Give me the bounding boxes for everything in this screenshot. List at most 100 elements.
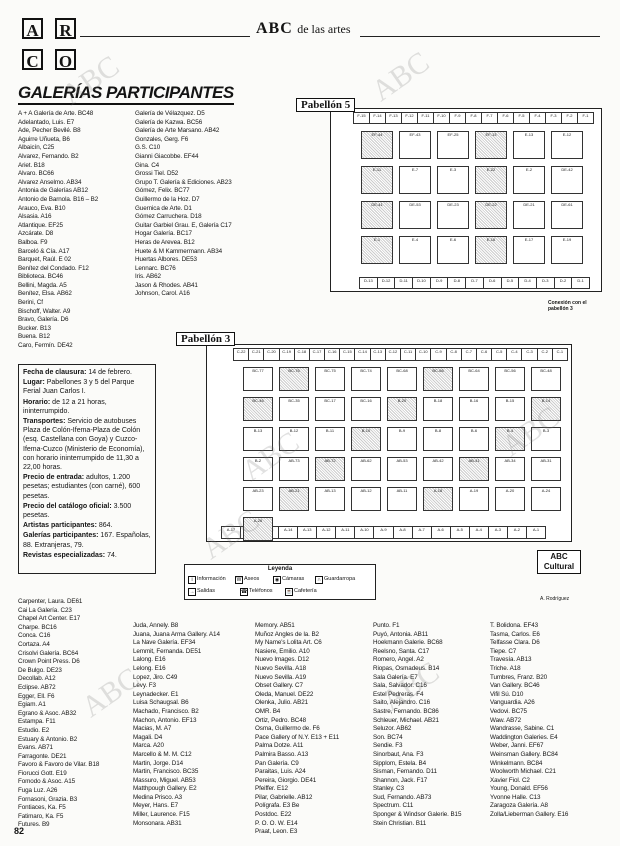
booth: AB-21 xyxy=(279,487,309,511)
booth: F-11 xyxy=(417,112,434,124)
gallery-entry: Adelantado, Luis. E7 xyxy=(18,118,75,126)
gallery-entry: Alsasia. A16 xyxy=(18,213,52,221)
booth: EF-25 xyxy=(437,131,469,159)
gallery-entry: Hoekmann Galerie. BC68 xyxy=(373,639,443,647)
info-value: 14 de febrero. xyxy=(88,369,132,376)
booth: A-2 xyxy=(506,526,527,539)
phone-icon: ☎ xyxy=(240,588,248,596)
booth: F-2 xyxy=(561,112,578,124)
gallery-entry: Meyer, Hans. E7 xyxy=(133,802,179,810)
pabellon-3-label: Pabellón 3 xyxy=(176,332,236,346)
gallery-entry: Vedovi. BC75 xyxy=(490,707,527,715)
gallery-entry: Pan Galería. C9 xyxy=(255,759,299,767)
map-credit: A. Rodríguez xyxy=(540,596,570,602)
booth: AB-62 xyxy=(351,457,381,481)
header-rule-left xyxy=(80,36,250,37)
info-value: adultos, 1.200 pesetas; estudiantes (con… xyxy=(23,474,141,500)
booth: B-2 xyxy=(243,457,273,481)
gallery-entry: Alvarez Anselmo. AB34 xyxy=(18,178,82,186)
gallery-entry: Estampa. F11 xyxy=(18,718,56,726)
gallery-entry: Iris. AB62 xyxy=(135,273,161,281)
gallery-entry: Huertas Albores. DE53 xyxy=(135,256,197,264)
booth: E-4 xyxy=(399,236,431,264)
info-value: 3.500 pesetas. xyxy=(23,502,132,520)
booth: E-2 xyxy=(513,166,545,194)
gallery-entry: Tiepe. C7 xyxy=(490,647,517,655)
gallery-entry: Bellini, Magda. A5 xyxy=(18,281,67,289)
gallery-entry: Sisman, Fernando. D11 xyxy=(373,768,437,776)
booth: AB-72 xyxy=(315,457,345,481)
gallery-entry: Guitar Garbiel Grau. E, Galería C17 xyxy=(135,221,232,229)
booth: A-19 xyxy=(459,487,489,511)
gallery-entry: Crisolvi Galería. BC64 xyxy=(18,649,79,657)
booth: A-14 xyxy=(278,526,299,539)
gallery-entry: Ade, Pecher Bevilé. B8 xyxy=(18,127,81,135)
info-value: 167. Españolas, 88. Extranjeras, 79. xyxy=(23,532,151,549)
legend-title: Leyenda xyxy=(267,566,293,572)
gallery-entry: Pilar, Gabrielle. AB12 xyxy=(255,793,313,801)
booth: E-3 xyxy=(437,166,469,194)
booth: A-1 xyxy=(525,526,546,539)
gallery-entry: Praat, Leon. E3 xyxy=(255,828,298,836)
booth: D-3 xyxy=(535,277,555,289)
booth: A-7 xyxy=(411,526,432,539)
booth: E-1 xyxy=(361,236,393,264)
gallery-entry: Osma, Guillermo de. F6 xyxy=(255,725,320,733)
booth: B-9 xyxy=(387,427,417,451)
gallery-entry: Gonzales, Gerg. F6 xyxy=(135,135,189,143)
booth: C-6 xyxy=(475,348,493,361)
booth: D-8 xyxy=(447,277,467,289)
booth: E-13 xyxy=(513,131,545,159)
info-item: Galerías participantes: 167. Españolas, … xyxy=(23,531,151,549)
booth: D-9 xyxy=(429,277,449,289)
gallery-entry: Huete & M Kammermann. AB34 xyxy=(135,247,222,255)
booth: D-5 xyxy=(500,277,520,289)
gallery-entry: Massuro, Miguel. AB53 xyxy=(133,776,196,784)
gallery-entry: Biblioteca. BC46 xyxy=(18,273,63,281)
gallery-entry: Spectrum. C11 xyxy=(373,802,414,810)
info-label: Precio de entrada: xyxy=(23,474,87,482)
booth: AB-53 xyxy=(387,457,417,481)
cafe-icon: ☕ xyxy=(285,588,293,596)
gallery-entry: Galería de Arte Marsano. AB42 xyxy=(135,127,220,135)
booth: E-7 xyxy=(399,166,431,194)
gallery-entry: My Name's Lolita Art. C6 xyxy=(255,639,322,647)
gallery-entry: Memory. AB51 xyxy=(255,622,295,629)
gallery-entry: Sipplom, Estela. B4 xyxy=(373,759,427,767)
booth: B-16 xyxy=(459,397,489,421)
gallery-entry: Medina Prisco. A3 xyxy=(133,793,183,801)
booth: AB-34 xyxy=(495,457,525,481)
booth: A-4 xyxy=(468,526,489,539)
booth: E-17 xyxy=(513,236,545,264)
gallery-entry: Weber, Janni. EF67 xyxy=(490,742,544,750)
booth: DE-53 xyxy=(399,201,431,229)
booth: C-9 xyxy=(430,348,447,361)
logo-letter-o: O xyxy=(55,49,76,71)
booth: B-4 xyxy=(495,427,525,451)
booth: AB-11 xyxy=(387,487,417,511)
booth: B-18 xyxy=(423,397,453,421)
info-value: de 12 a 21 horas, ininterrumpido. xyxy=(23,398,107,415)
booth: F-1 xyxy=(577,112,594,124)
gallery-entry: Macias, M. A7 xyxy=(133,725,172,733)
booth: C-22 xyxy=(233,348,250,361)
legend-phones: ☎Teléfonos xyxy=(240,588,273,596)
info-label: Precio del catálogo oficial: xyxy=(23,502,114,510)
info-value: Servicio de autobuses Plaza de Colón-Ife… xyxy=(23,418,145,472)
gallery-entry: Gómez Carruchera. D18 xyxy=(135,213,202,221)
gallery-entry: Galería de Kazwa. BC56 xyxy=(135,118,203,126)
gallery-entry: Evans. AB71 xyxy=(18,744,53,752)
booth: B-11 xyxy=(315,427,345,451)
gallery-entry: Martin, Jorge. D14 xyxy=(133,759,183,767)
booth: D-11 xyxy=(394,277,414,289)
booth: F-8 xyxy=(465,112,482,124)
gallery-entry: G.S. C10 xyxy=(135,144,161,152)
booth: B-20 xyxy=(387,397,417,421)
header-rule-right xyxy=(360,36,600,37)
gallery-entry: Weinsman Gallery. BC84 xyxy=(490,750,558,758)
gallery-entry: P. O. O. W. E14 xyxy=(255,819,298,827)
gallery-entry: Heras de Arevea. B12 xyxy=(135,238,195,246)
